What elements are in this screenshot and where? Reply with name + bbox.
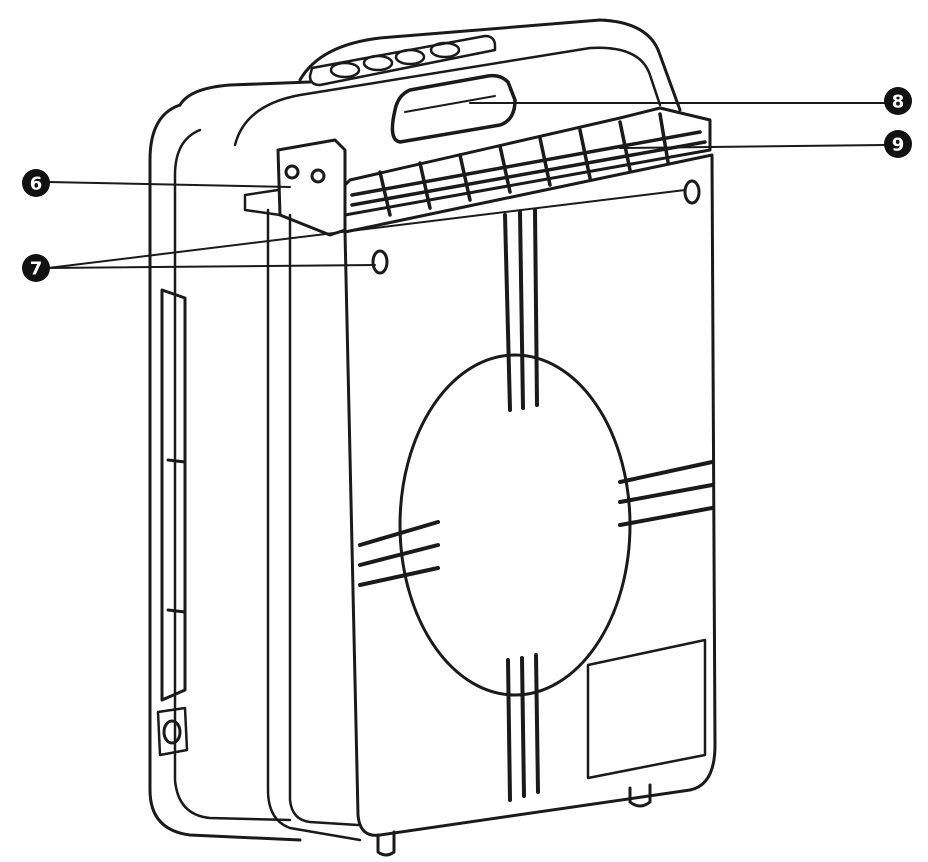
control-strip — [308, 34, 497, 87]
side-housing — [148, 80, 312, 842]
rear-panel-edge — [266, 208, 362, 842]
bars-left — [358, 520, 440, 587]
leader-line-9 — [619, 144, 886, 149]
top-shell — [298, 18, 682, 112]
side-port — [156, 706, 189, 757]
side-housing-inner — [173, 128, 292, 822]
callout-7: 7 — [22, 254, 50, 282]
side-port-hole — [162, 719, 182, 745]
socket-pin-1 — [284, 164, 300, 180]
callout-6-badge — [22, 169, 50, 197]
control-button-3 — [394, 48, 426, 66]
carry-handle — [390, 73, 517, 144]
mounting-hole-left — [371, 249, 389, 275]
rear-panel — [343, 153, 717, 837]
side-slot — [160, 288, 187, 702]
foot-left — [376, 830, 396, 857]
intake-grille-ribs — [350, 112, 707, 217]
leader-lines — [47, 102, 886, 269]
leader-line-6 — [47, 181, 291, 188]
callout-7-badge — [22, 254, 50, 282]
carry-handle-inner — [404, 95, 496, 113]
label-plate — [586, 638, 707, 780]
top-shell-inner — [233, 46, 662, 147]
socket-base — [243, 188, 282, 217]
intake-grille-frame — [343, 106, 712, 217]
mounting-hole-right — [683, 179, 701, 205]
socket-pin-2 — [310, 168, 326, 184]
callout-8-badge — [884, 87, 912, 115]
control-button-2 — [362, 54, 394, 72]
leader-line-7b — [47, 264, 376, 269]
callout-9: 9 — [884, 130, 912, 158]
control-button-4 — [429, 41, 461, 59]
leader-line-7a — [47, 189, 686, 269]
callout-9-badge — [884, 130, 912, 158]
bars-top — [503, 208, 539, 412]
bars-right — [618, 460, 714, 527]
callout-9-number: 9 — [892, 135, 905, 156]
foot-right — [628, 783, 652, 808]
bars-bottom — [506, 653, 540, 802]
callout-8-number: 8 — [892, 92, 905, 113]
callout-8: 8 — [884, 87, 912, 115]
control-button-1 — [329, 61, 361, 79]
callout-6: 6 — [22, 169, 50, 197]
callout-7-number: 7 — [30, 259, 43, 280]
callout-6-number: 6 — [30, 174, 43, 195]
